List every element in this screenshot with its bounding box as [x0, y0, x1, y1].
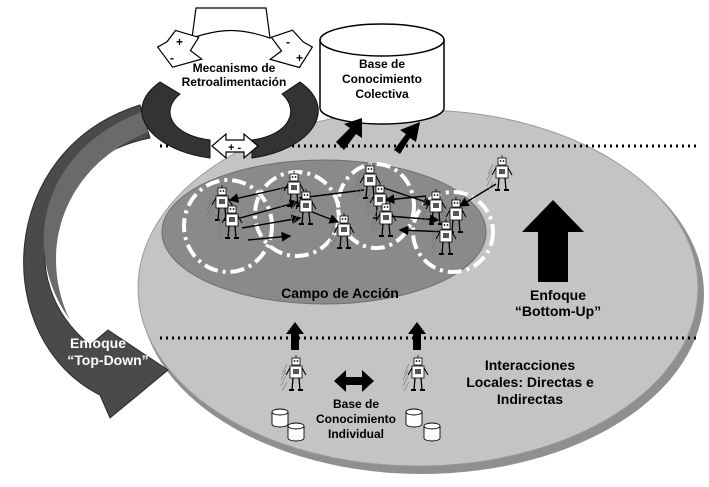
individual-label-line2: Conocimiento [316, 412, 396, 426]
bottom-up-label-line1: Enfoque [530, 287, 586, 303]
feedback-left-arrow [156, 29, 204, 68]
feedback-right-arrow [268, 29, 314, 69]
interaction-arrows [228, 183, 497, 242]
interactions-label-line3: Indirectas [497, 391, 563, 407]
interactions-label-line2: Locales: Directas e [466, 374, 594, 390]
feedback-sign-left-plus: + [176, 35, 183, 49]
up-arrow-agent-right [408, 322, 426, 350]
feedback-bottom-arrow [211, 132, 259, 160]
collective-label-line3: Colectiva [355, 87, 409, 101]
field-label: Campo de Acción [281, 285, 399, 301]
collective-knowledge-db [319, 23, 445, 125]
up-arrow-agent-left [286, 322, 304, 350]
feedback-sign-right-plus: + [296, 51, 303, 65]
up-arrow-to-db-left [336, 118, 362, 150]
individual-label-line1: Base de [333, 397, 379, 411]
top-down-arrow-highlight [43, 112, 148, 320]
feedback-top-arrow [191, 7, 271, 39]
bottom-up-arrow [522, 200, 584, 282]
local-interaction-arrow [334, 370, 374, 392]
feedback-arc-left [141, 81, 211, 159]
collective-label-line1: Base de [359, 57, 405, 71]
collective-label-line2: Conocimiento [342, 72, 422, 86]
individual-label-line3: Individual [328, 427, 384, 441]
top-down-label-line1: Enfoque [70, 335, 126, 351]
feedback-label-line2: Retroalimentación [182, 75, 287, 89]
feedback-arc-right [251, 81, 319, 159]
feedback-sign-bottom: + - [228, 142, 241, 154]
agent-groups [182, 162, 495, 274]
bottom-up-label-line2: “Bottom-Up” [515, 303, 601, 319]
feedback-label-line1: Mecanismo de [193, 61, 276, 75]
interactions-label-line1: Interacciones [485, 357, 575, 373]
top-down-label-line2: “Top-Down” [67, 352, 148, 368]
feedback-sign-left-minus: - [170, 51, 174, 65]
up-arrow-to-db-right [394, 122, 420, 154]
feedback-sign-right-minus: - [286, 35, 290, 49]
